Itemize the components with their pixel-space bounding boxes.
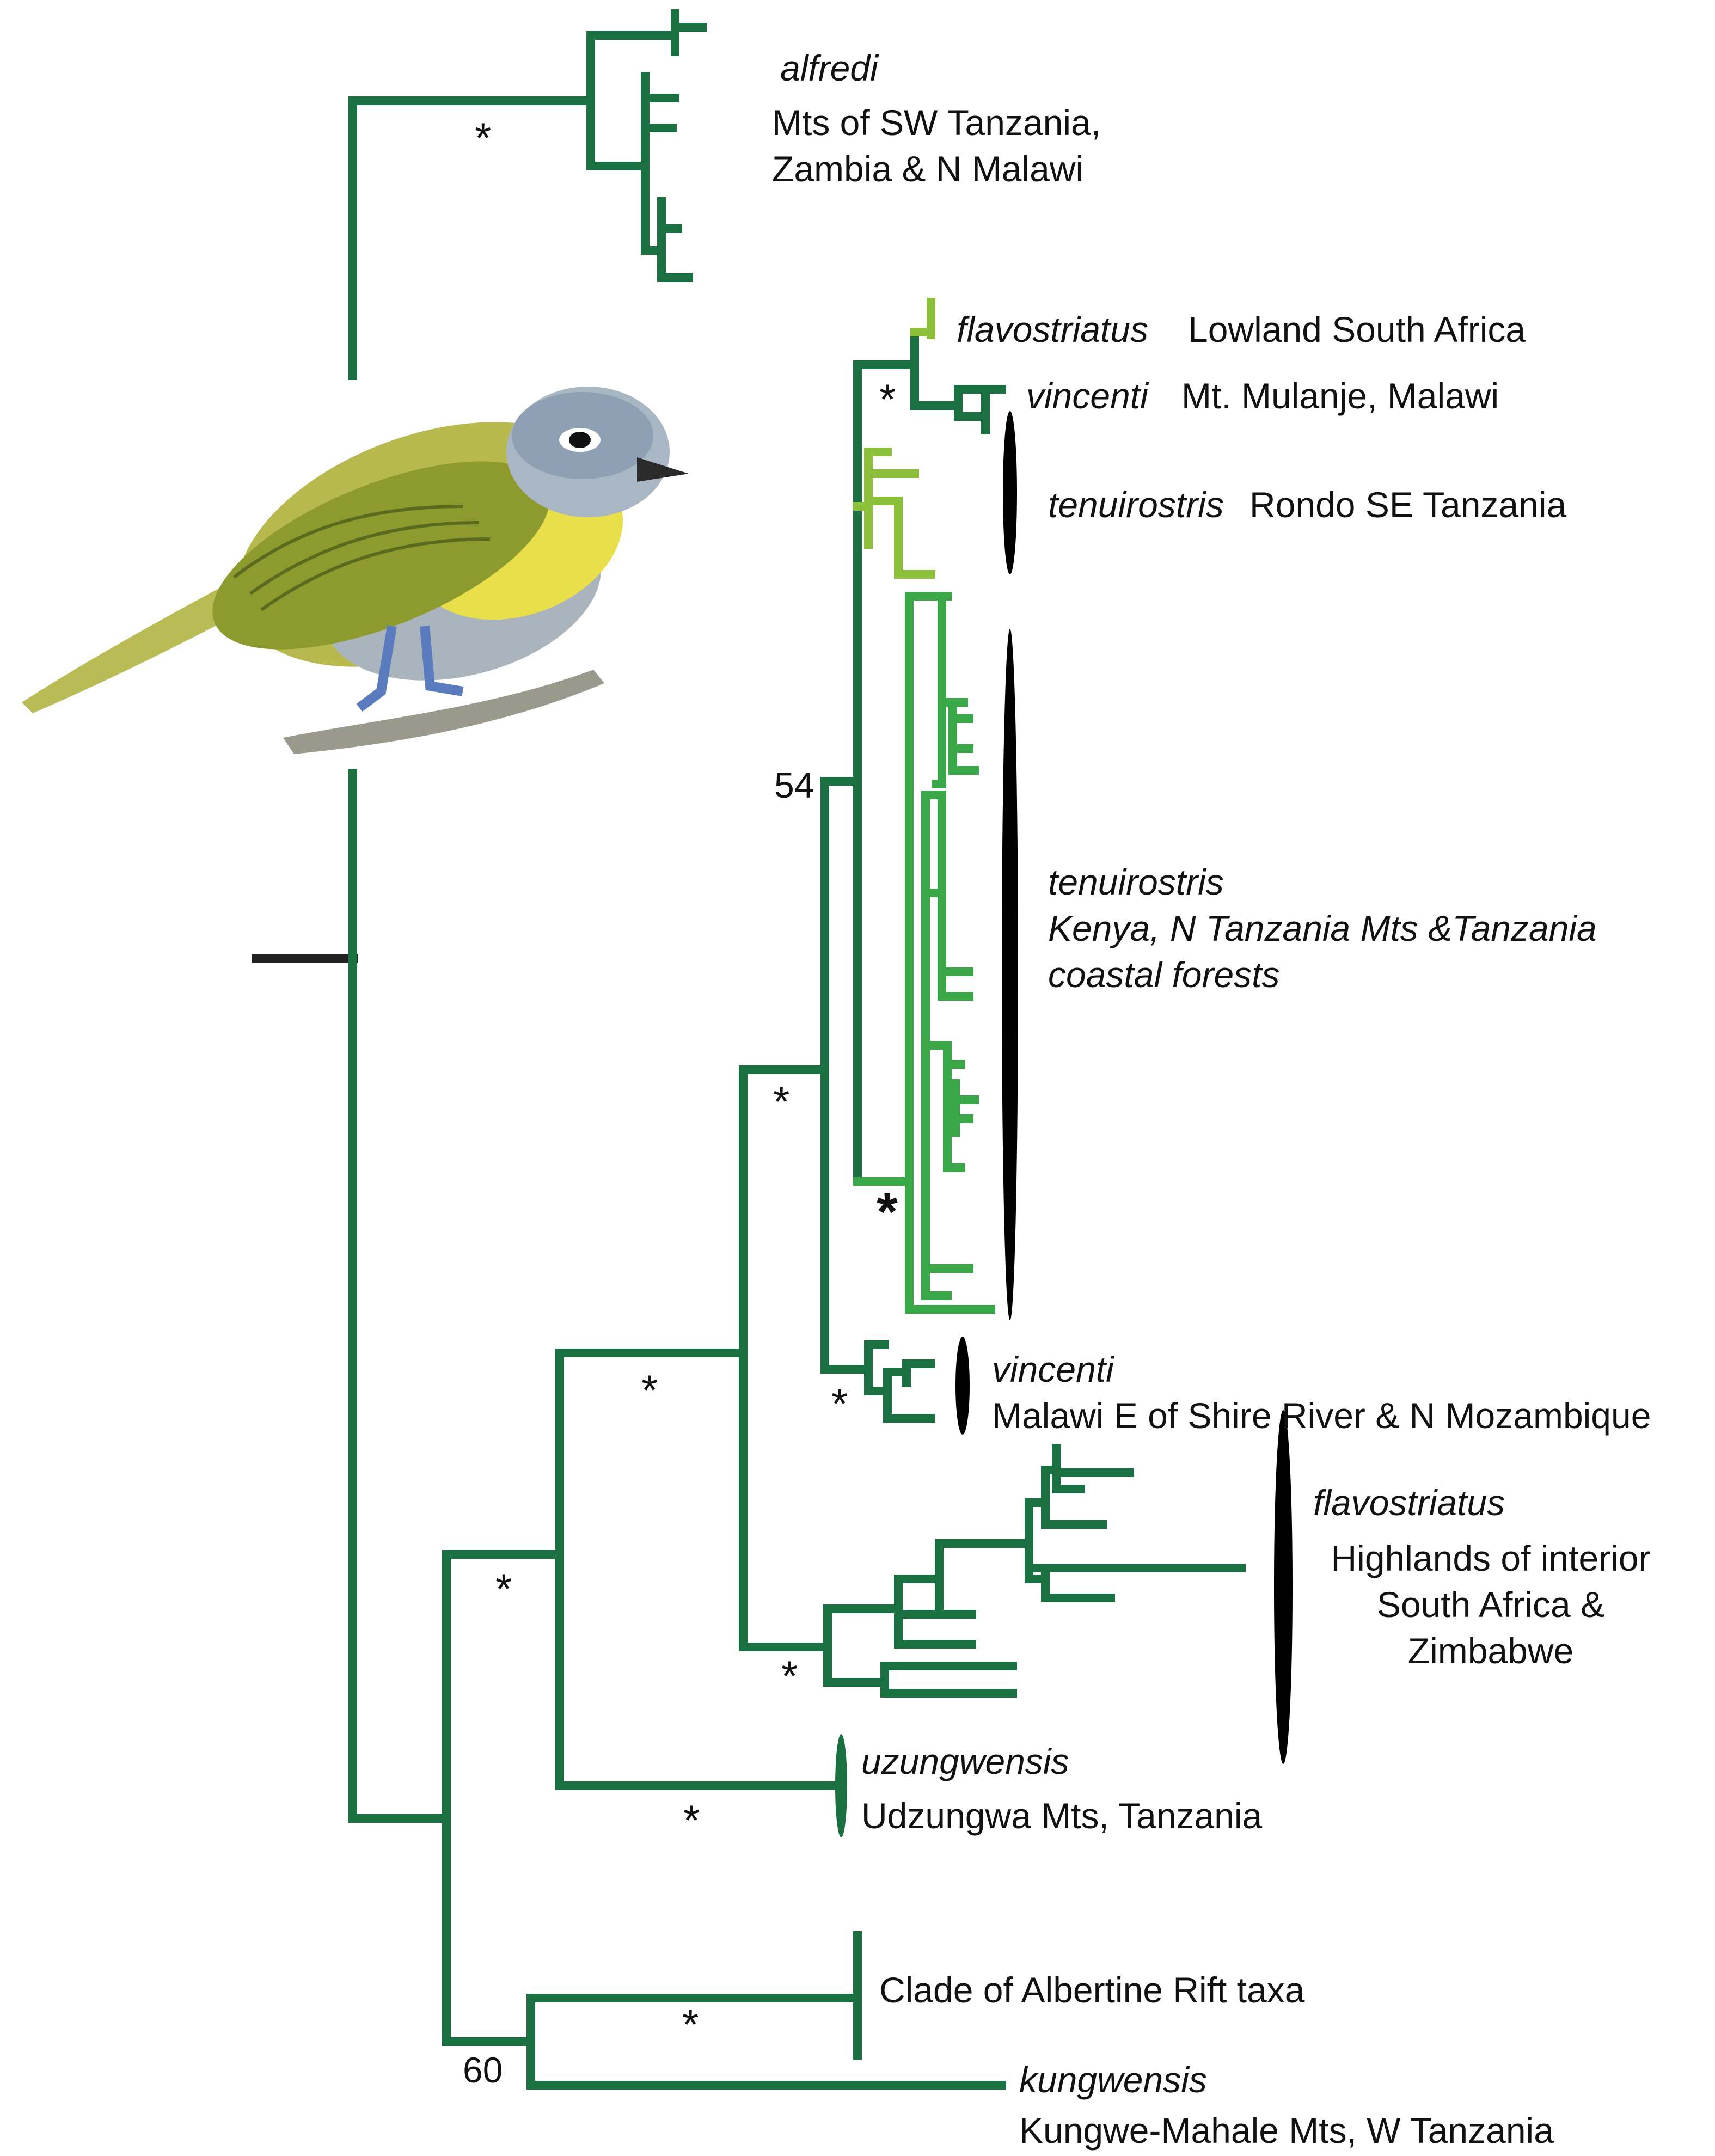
support-star: * — [682, 2000, 699, 2048]
location-label-vincenti-malawi: Malawi E of Shire River & N Mozambique — [992, 1395, 1651, 1436]
location-label-alfredi: Zambia & N Malawi — [772, 149, 1083, 189]
taxon-label-kungwensis: kungwensis — [1019, 2060, 1207, 2100]
range-marker-tenuirostris-rondo — [1003, 411, 1017, 574]
support-star: * — [773, 1077, 789, 1125]
range-marker-flavostriatus-highlands — [1274, 1410, 1293, 1764]
support-star: * — [475, 114, 491, 162]
range-marker-tenuirostris-kenya — [1002, 629, 1018, 1320]
range-marker-uzungwensis — [835, 1734, 847, 1837]
location-label-tenuirostris-kenya: Kenya, N Tanzania Mts &Tanzania — [1048, 908, 1597, 948]
location-label-kungwensis: Kungwe-Mahale Mts, W Tanzania — [1019, 2110, 1554, 2151]
support-star: * — [683, 1796, 700, 1844]
taxon-label-tenuirostris-kenya: tenuirostris — [1048, 862, 1224, 902]
location-label-tenuirostris-rondo: Rondo SE Tanzania — [1250, 485, 1566, 525]
location-label-alfredi: Mts of SW Tanzania, — [772, 102, 1101, 143]
location-label-flavostriatus-highlands: Zimbabwe — [1408, 1631, 1573, 1671]
taxon-label-vincenti-mulanje: vincenti — [1026, 376, 1149, 416]
taxon-label-alfredi: alfredi — [780, 48, 879, 88]
taxon-label-flavostriatus-highlands: flavostriatus — [1313, 1483, 1505, 1523]
bird-illustration — [22, 387, 689, 754]
support-star: * — [831, 1380, 848, 1428]
location-label-flavostriatus-highlands: Highlands of interior — [1331, 1538, 1651, 1578]
support-star: * — [879, 375, 896, 423]
location-label-vincenti-mulanje: Mt. Mulanje, Malawi — [1181, 376, 1499, 416]
location-label-flavostriatus-lowland: Lowland South Africa — [1188, 309, 1526, 350]
taxon-label-flavostriatus-lowland: flavostriatus — [957, 309, 1148, 350]
support-star: * — [641, 1366, 658, 1414]
location-label-uzungwensis: Udzungwa Mts, Tanzania — [861, 1796, 1262, 1836]
support-value-54: 54 — [774, 765, 814, 805]
taxon-label-tenuirostris-rondo: tenuirostris — [1048, 485, 1224, 525]
taxon-label-uzungwensis: uzungwensis — [861, 1741, 1069, 1781]
support-star: * — [495, 1565, 512, 1613]
clade-range-markers — [835, 411, 1293, 1837]
support-values: * * * * * * * * * * 54 60 — [463, 114, 898, 2090]
range-marker-vincenti-malawi — [955, 1337, 970, 1435]
taxon-label-vincenti-malawi: vincenti — [992, 1349, 1115, 1389]
location-label-albertine: Clade of Albertine Rift taxa — [879, 1970, 1305, 2010]
support-star: * — [781, 1652, 798, 1700]
location-label-flavostriatus-highlands: South Africa & — [1377, 1584, 1604, 1625]
support-value-60: 60 — [463, 2050, 503, 2090]
clade-labels: alfredi Mts of SW Tanzania, Zambia & N M… — [772, 48, 1651, 2151]
location-label-tenuirostris-kenya: coastal forests — [1048, 954, 1280, 995]
support-star: * — [877, 1181, 898, 1242]
tree-branches — [252, 9, 1246, 2090]
